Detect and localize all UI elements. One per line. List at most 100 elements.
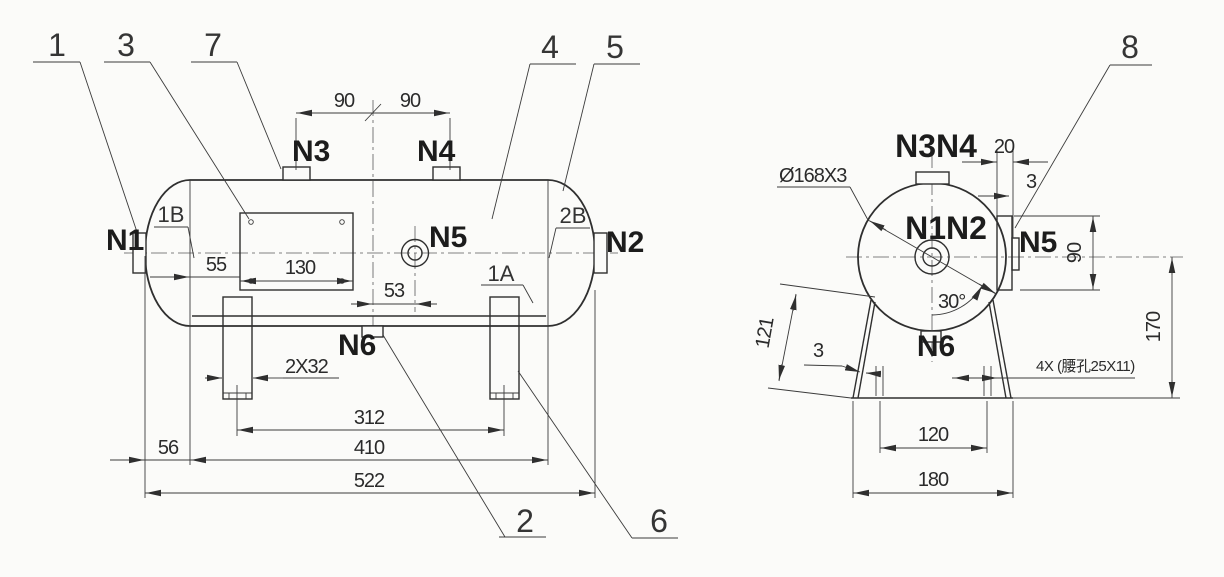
- label-n3n4: N3N4: [895, 128, 977, 164]
- nameplate-plate: [239, 212, 354, 291]
- slot-note-text: 4X (腰孔25X11): [1036, 358, 1135, 375]
- dim-text-120: 120: [918, 424, 949, 446]
- balloon-3: 3: [104, 27, 250, 220]
- weld-1a-text: 1A: [488, 261, 515, 286]
- leg-right-outer: [992, 299, 1012, 399]
- dim-bolt-spacing-120: 120: [879, 401, 988, 453]
- nozzle-n1: [132, 232, 147, 274]
- nozzle-n1n2-outer: [914, 239, 950, 275]
- balloon-2-number: 2: [516, 503, 534, 539]
- dim-pad-thickness-3: 3: [978, 171, 1038, 200]
- arrow: [778, 363, 786, 381]
- dim-leg-length-121: 121: [752, 283, 876, 382]
- nozzle-n5-inner: [407, 245, 423, 261]
- ext-line: [779, 283, 876, 298]
- nozzle-n1n2-inner: [922, 247, 942, 267]
- dim-leg-thickness-3: 3: [803, 340, 882, 378]
- leg-left-inner: [857, 301, 876, 399]
- balloon-leader: [1014, 64, 1111, 229]
- support-legs-end: [767, 299, 1180, 399]
- dim-text-90-left: 90: [334, 90, 355, 112]
- balloon-4-number: 4: [541, 29, 559, 65]
- balloon-5-number: 5: [606, 29, 624, 65]
- balloon-1: 1: [33, 27, 138, 233]
- balloon-2: 2: [382, 334, 546, 539]
- balloon-leader: [149, 61, 250, 220]
- nozzle-n3: [282, 166, 311, 181]
- dim-pad-height-90: 90: [1014, 215, 1100, 291]
- leg-plate: [489, 296, 520, 400]
- nozzle-n4: [432, 166, 461, 181]
- label-n1: N1: [106, 224, 144, 257]
- label-n6: N6: [338, 329, 376, 362]
- center-slash: [364, 103, 382, 122]
- leg-left-outer: [852, 299, 872, 399]
- leader: [849, 186, 869, 221]
- weld-label-1a: 1A: [481, 261, 534, 304]
- nameplate-hole: [248, 219, 254, 225]
- nozzle-n5-outer: [400, 238, 430, 268]
- dim-text-30: 30°: [938, 291, 965, 313]
- dim-plate-from-tangent: 55: [150, 254, 240, 281]
- balloon-5: 5: [562, 29, 640, 192]
- dim-text-shell: Ø168X3: [779, 165, 847, 187]
- dim-leg-spacing: 312: [237, 407, 504, 434]
- label-n5-end: N5: [1019, 226, 1057, 259]
- label-n1n2: N1N2: [905, 210, 987, 246]
- dim-text-2x32: 2X32: [285, 356, 329, 378]
- balloon-leader: [491, 63, 531, 220]
- weld-1b-text: 1B: [158, 202, 185, 227]
- slot-hole-note: 4X (腰孔25X11): [952, 358, 1136, 382]
- balloon-1-number: 1: [48, 27, 66, 63]
- label-n6-end: N6: [917, 330, 955, 363]
- weld-leader: [187, 226, 195, 259]
- dim-height-170: 170: [1143, 257, 1176, 398]
- dim-overall-length: 522: [145, 470, 595, 497]
- weld-2b-text: 2B: [560, 203, 587, 228]
- dim-text-121: 121: [752, 315, 779, 350]
- dim-text-130: 130: [285, 257, 316, 279]
- dim-pad-offset-20: 20: [962, 136, 1048, 238]
- dim-text-180: 180: [918, 469, 949, 491]
- weld-label-2b: 2B: [548, 203, 590, 259]
- balloon-8-number: 8: [1121, 29, 1139, 65]
- dim-text-90-right: 90: [400, 90, 421, 112]
- dim-text-53: 53: [384, 280, 405, 302]
- balloon-leader: [562, 63, 595, 192]
- balloon-7: 7: [191, 27, 282, 170]
- dim-text-55: 55: [206, 254, 227, 276]
- dim-tangent-length: 410: [110, 437, 548, 464]
- shell-diameter-callout: Ø168X3: [777, 165, 997, 295]
- leg-plate: [222, 296, 253, 400]
- dim-text-20: 20: [994, 136, 1015, 158]
- dim-head-projection: 56: [127, 437, 180, 464]
- nozzle-n3n4: [915, 171, 950, 185]
- balloon-7-number: 7: [204, 27, 222, 63]
- dim-text-3leg: 3: [813, 340, 824, 362]
- dim-text-312: 312: [354, 407, 385, 429]
- n5-flange: [1011, 237, 1020, 271]
- dim-text-410: 410: [354, 437, 385, 459]
- balloon-8: 8: [1014, 29, 1152, 229]
- dim-leg-width: 2X32: [205, 356, 339, 382]
- dim-text-170: 170: [1143, 311, 1165, 342]
- end-view: Ø168X3 30°: [752, 29, 1183, 498]
- arrow: [865, 370, 882, 378]
- label-n2: N2: [606, 226, 644, 259]
- dim-n5-offset: 53: [351, 280, 437, 308]
- balloon-leader: [382, 334, 506, 538]
- dim-text-56: 56: [158, 437, 179, 459]
- arrow: [841, 364, 861, 373]
- nameplate-hole: [339, 219, 345, 225]
- arrow: [789, 294, 797, 312]
- balloon-leader: [236, 61, 282, 170]
- diameter-line: [867, 219, 997, 295]
- dim-plate-width: 130: [240, 257, 353, 285]
- weld-label-1b: 1B: [154, 202, 195, 259]
- leg-right-inner: [988, 301, 1007, 399]
- dim-base-width-180: 180: [852, 401, 1014, 498]
- nozzle-n6-end: [920, 330, 942, 343]
- support-leg-right: [489, 296, 520, 400]
- angle-30deg: 30°: [931, 285, 983, 316]
